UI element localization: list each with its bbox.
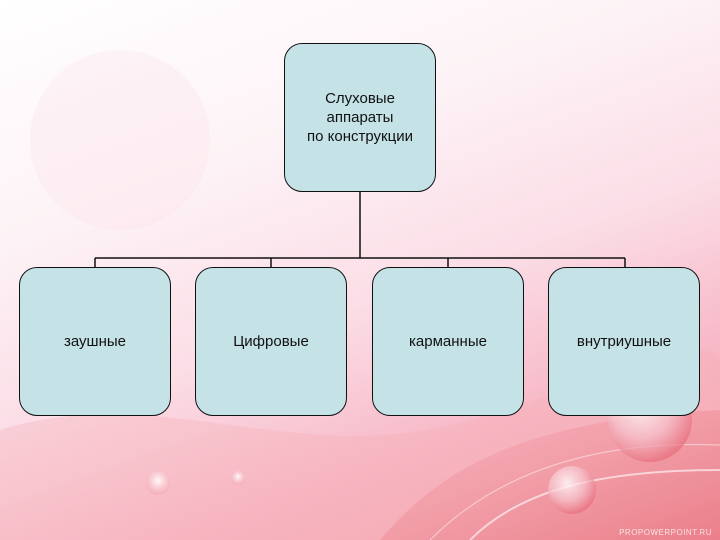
child-node-karmannye: карманные <box>372 267 524 416</box>
watermark-text: ProPowerPoint.Ru <box>619 528 712 537</box>
root-node: Слуховые аппараты по конструкции <box>284 43 436 192</box>
child-node-zaushnye: заушные <box>19 267 171 416</box>
child-node-label: карманные <box>409 332 487 351</box>
child-node-vnutriushnye: внутриушные <box>548 267 700 416</box>
child-node-cifrovye: Цифровые <box>195 267 347 416</box>
root-node-label: Слуховые аппараты по конструкции <box>301 89 419 146</box>
child-node-label: заушные <box>64 332 126 351</box>
child-node-label: внутриушные <box>577 332 671 351</box>
child-node-label: Цифровые <box>233 332 309 351</box>
